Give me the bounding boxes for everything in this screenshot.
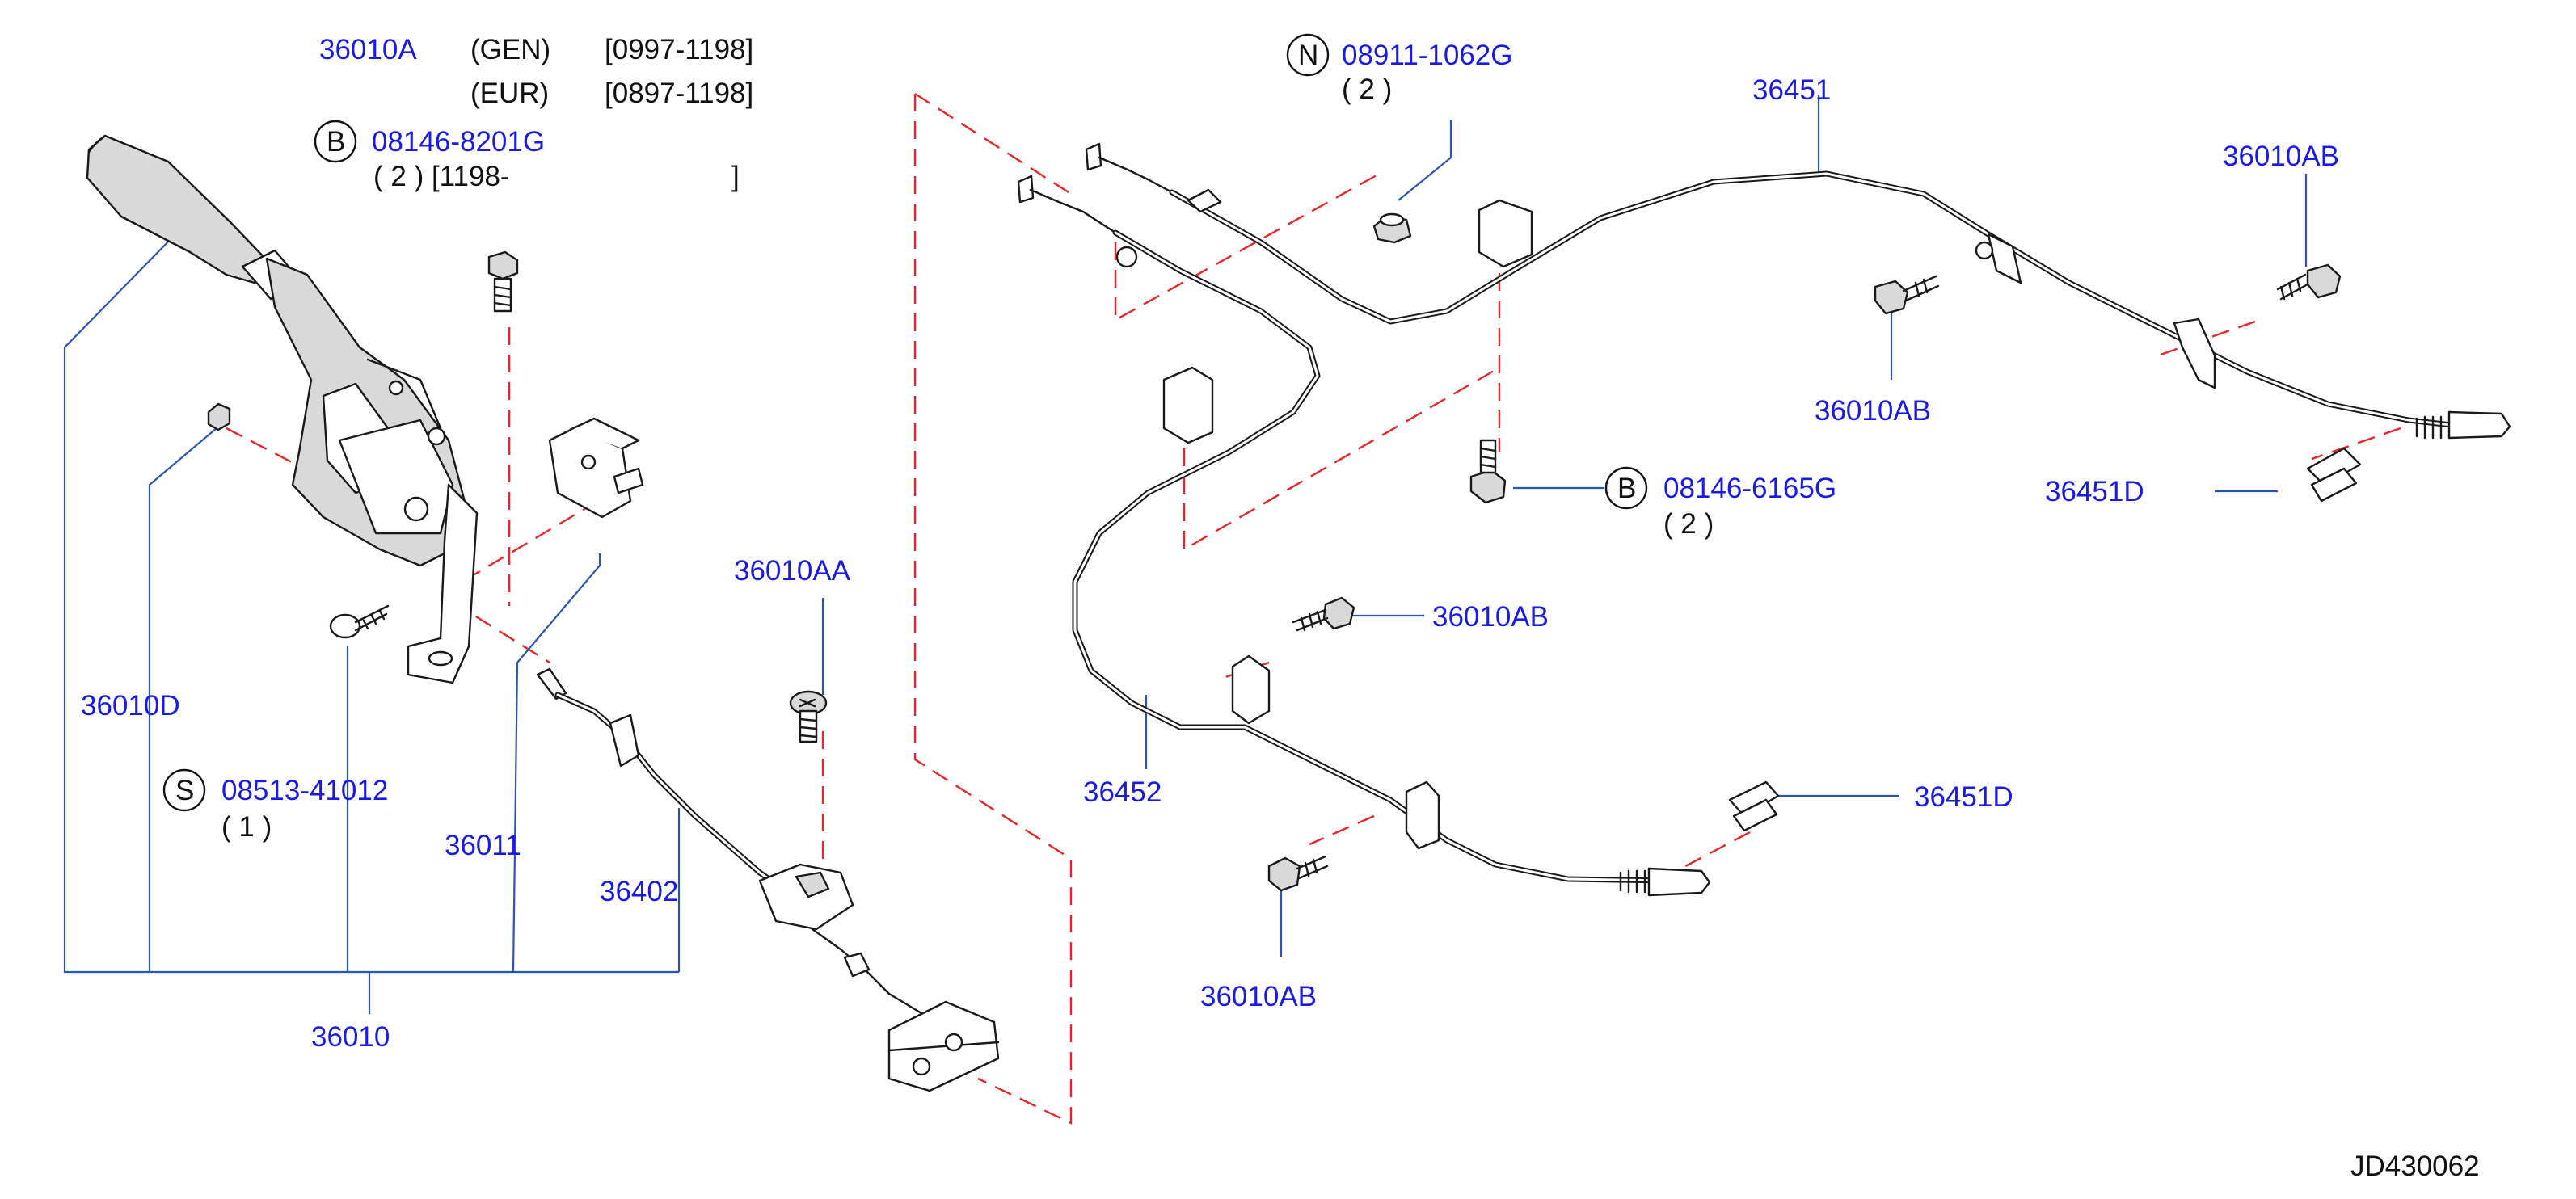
label-36010AA: 36010AA	[734, 555, 851, 587]
label-08513-41012: 08513-41012	[221, 775, 388, 806]
label-eur: (EUR)	[470, 78, 549, 109]
symbol-circle-n	[1286, 33, 1330, 77]
label-eur-range: [0897-1198]	[605, 78, 753, 109]
label-36011: 36011	[445, 830, 521, 861]
bolt-36010AB-mid	[1874, 275, 1940, 315]
diagram-id: JD430062	[2350, 1151, 2480, 1182]
label-qty-6165G: ( 2 )	[1663, 508, 1714, 540]
callout-labels: 36010A (GEN) [0997-1198] (EUR) [0897-119…	[81, 33, 2480, 1182]
symbol-circle-b1	[314, 120, 357, 163]
bolt-08146-6165G	[1469, 439, 1507, 504]
assembly-dashed-lines	[226, 92, 2401, 1125]
label-36452: 36452	[1083, 776, 1162, 808]
symbol-s: S	[175, 775, 194, 806]
hand-brake-lever	[86, 134, 479, 684]
label-08146-6165G: 08146-6165G	[1663, 473, 1836, 504]
label-36010AB-top: 36010AB	[2223, 141, 2339, 172]
symbol-b2: B	[1617, 473, 1636, 504]
bolt-36010AB-top	[2276, 263, 2342, 301]
label-36010A: 36010A	[319, 34, 417, 65]
rear-cable-36451	[1085, 142, 2511, 440]
label-36010: 36010	[311, 1021, 390, 1053]
symbol-b1: B	[327, 126, 345, 158]
clip-36451D-right	[2306, 447, 2362, 503]
label-36402: 36402	[600, 876, 678, 907]
symbol-n: N	[1298, 40, 1318, 71]
label-36451D-right: 36451D	[2045, 476, 2144, 507]
label-08146-8201G: 08146-8201G	[372, 126, 545, 158]
bolt-08146-8201G	[487, 250, 519, 313]
clip-36451D-lower	[1728, 780, 1780, 832]
rear-cable-36452	[1017, 175, 1711, 897]
label-36451: 36451	[1752, 74, 1831, 106]
label-36010AB-mid: 36010AB	[1815, 395, 1931, 427]
screw-08513-41012	[329, 604, 390, 639]
label-bracket-8201G: ]	[731, 161, 740, 192]
label-qty-1062G: ( 2 )	[1342, 74, 1392, 105]
leader-lines	[63, 95, 2308, 1014]
label-36451D-lower: 36451D	[1914, 781, 2013, 813]
label-gen: (GEN)	[470, 34, 550, 65]
label-gen-range: [0997-1198]	[605, 34, 753, 65]
nut-08911-1062G	[1372, 212, 1412, 244]
label-qty-8201G: ( 2 ) [1198-	[373, 161, 510, 192]
front-cable-36402	[536, 667, 1000, 1092]
bolt-36010AA	[789, 690, 828, 743]
label-qty-41012: ( 1 )	[221, 811, 272, 843]
bracket-36011	[548, 417, 644, 519]
bolt-36010AB-bottom	[1267, 855, 1329, 892]
label-36010D: 36010D	[81, 690, 180, 722]
symbol-circle-s	[162, 768, 206, 812]
label-08911-1062G: 08911-1062G	[1342, 40, 1512, 71]
bolt-36010AB-side	[1292, 596, 1355, 632]
label-36010AB-bottom: 36010AB	[1200, 981, 1317, 1012]
nut-36010D	[207, 402, 231, 431]
symbol-circle-b2	[1604, 466, 1648, 510]
label-36010AB-bolt: 36010AB	[1432, 601, 1549, 633]
